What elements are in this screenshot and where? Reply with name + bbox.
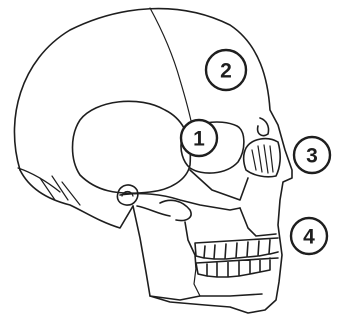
coronal-suture: [150, 8, 193, 130]
mastoid-shading: [40, 176, 80, 205]
mastoid-process: [137, 206, 170, 216]
occipital-outline: [20, 170, 133, 228]
nasal-bridge: [258, 118, 269, 136]
callout-3: 3: [294, 137, 330, 173]
callout-2: 2: [206, 50, 246, 90]
callout-4: 4: [291, 218, 327, 254]
callout-1: 1: [181, 120, 217, 156]
maxilla-line: [240, 208, 276, 236]
upper-teeth: [195, 238, 278, 259]
mandible-notch: [160, 200, 191, 220]
mandible-ramus: [185, 222, 196, 268]
callout-1-label: 1: [193, 128, 205, 151]
nasal-turbinates: [252, 145, 273, 173]
callout-3-label: 3: [306, 145, 318, 168]
cheekbone: [190, 170, 248, 200]
lower-teeth: [196, 258, 278, 277]
temporal-outline: [73, 101, 191, 193]
callout-4-label: 4: [303, 226, 315, 249]
callout-2-label: 2: [220, 60, 232, 83]
occipital-ridge: [18, 168, 60, 192]
mandible-body: [150, 294, 262, 300]
